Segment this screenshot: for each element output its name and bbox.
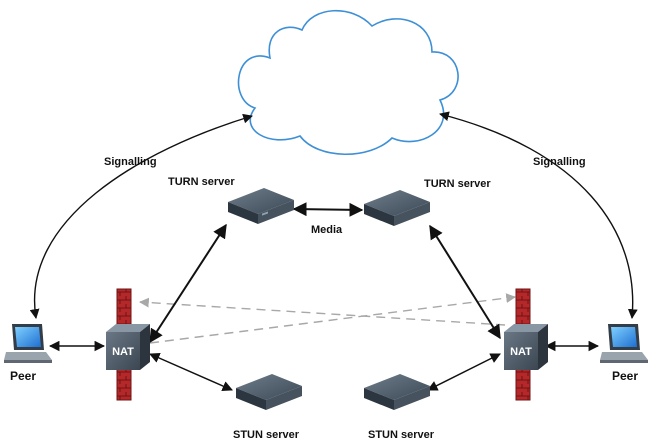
stun-server-label-left: STUN server [233,429,300,441]
signalling-arrow-left [29,113,253,319]
server-icon [236,374,302,410]
media-arrow [292,202,364,217]
server-icon [364,190,430,226]
media-label: Media [311,224,343,236]
laptop-icon [4,324,52,363]
nat-right-label: NAT [510,346,532,358]
peer-label-left: Peer [10,369,37,383]
nat-left-turn-arrow [149,223,227,344]
peer-label-right: Peer [612,369,639,383]
nat-right-turn-arrow [429,224,501,340]
signalling-label-left: Signalling [104,156,157,168]
turn-server-label-left: TURN server [168,176,235,188]
server-icon [228,188,294,224]
nat-right-stun-arrow [427,353,501,391]
nat-left-label: NAT [112,346,134,358]
cloud-icon [237,9,459,155]
turn-server-label-right: TURN server [424,178,491,190]
nat-device-icon: NAT [106,324,150,370]
signalling-arrow-right [439,111,638,319]
server-icon [364,374,430,410]
dashed-arrow-to-right [149,293,516,344]
nat-device-icon: NAT [504,324,548,370]
stun-server-label-right: STUN server [368,429,435,441]
laptop-icon [600,324,648,363]
signalling-label-right: Signalling [533,156,586,168]
nat-left-stun-arrow [149,352,233,392]
